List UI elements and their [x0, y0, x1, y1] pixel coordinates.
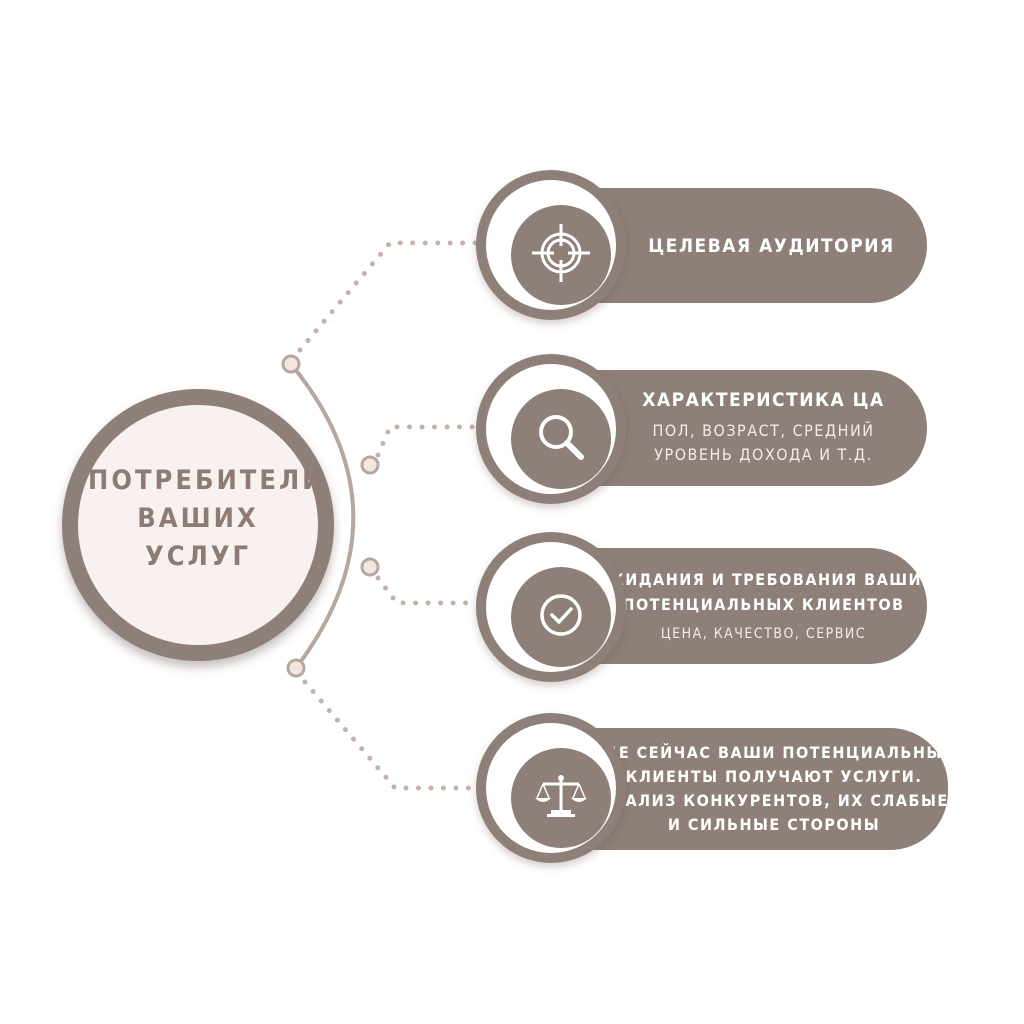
item-icon-badge [476, 532, 626, 682]
hub-label-line-2: ВАШИХ [137, 503, 259, 534]
arc-node-3 [360, 557, 380, 577]
check-circle-icon [533, 587, 589, 647]
arc-node-4 [286, 658, 306, 678]
hub-circle: ПОТРЕБИТЕЛИ ВАШИХ УСЛУГ [78, 405, 326, 645]
item-title-line-4: И СИЛЬНЫЕ СТОРОНЫ [667, 815, 881, 834]
scales-icon [531, 766, 591, 830]
item-title-line-1: ОЖИДАНИЯ И ТРЕБОВАНИЯ ВАШИХ [592, 570, 935, 589]
item-icon-badge [476, 713, 626, 863]
dotted-connector-2 [375, 424, 479, 458]
arc-node-2 [360, 455, 380, 475]
connector-arc [289, 362, 356, 670]
dotted-connector-1 [297, 240, 479, 353]
target-icon [528, 220, 594, 290]
item-title-line-3: АНАЛИЗ КОНКУРЕНТОВ, ИХ СЛАБЫЕ [599, 791, 949, 810]
item-title-line-1: ГДЕ СЕЙЧАС ВАШИ ПОТЕНЦИАЛЬНЫЕ [593, 743, 955, 762]
hub-label-line-1: ПОТРЕБИТЕЛИ [88, 465, 326, 496]
item-description-line-1: ЦЕНА, КАЧЕСТВО, СЕРВИС [660, 626, 867, 642]
item-description-line-1: ПОЛ, ВОЗРАСТ, СРЕДНИЙ [652, 421, 875, 440]
dotted-connector-4 [302, 679, 479, 791]
hub-label: ПОТРЕБИТЕЛИ ВАШИХ УСЛУГ [88, 462, 326, 576]
item-description-line-2: УРОВЕНЬ ДОХОДА И Т.Д. [654, 445, 873, 464]
arc-node-1 [281, 354, 301, 374]
item-title: ХАРАКТЕРИСТИКА ЦА [642, 389, 885, 411]
dotted-connector-3 [375, 575, 479, 606]
search-icon [533, 409, 589, 469]
item-icon-badge [476, 170, 626, 320]
hub-label-line-3: УСЛУГ [145, 541, 251, 572]
item-title-line-2: КЛИЕНТЫ ПОЛУЧАЮТ УСЛУГИ. [625, 767, 923, 786]
item-title-line-2: ПОТЕНЦИАЛЬНЫХ КЛИЕНТОВ [622, 595, 905, 614]
item-title: ЦЕЛЕВАЯ АУДИТОРИЯ [648, 234, 895, 257]
item-icon-badge [476, 354, 626, 504]
